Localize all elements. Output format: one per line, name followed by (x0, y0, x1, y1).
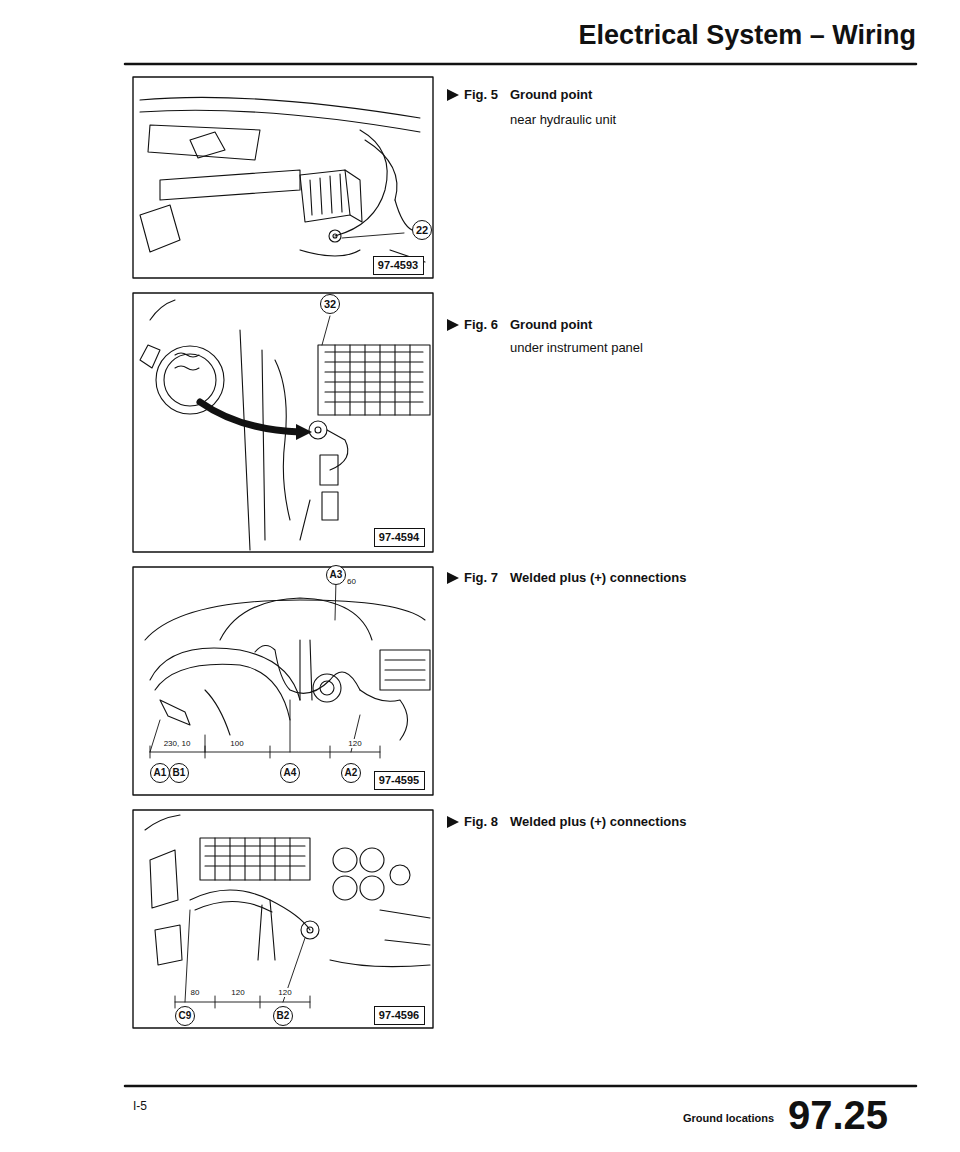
figure-number: 97-4594 (379, 532, 419, 543)
dimension: 60 (347, 577, 356, 586)
callout-circle: A3 (326, 565, 346, 585)
page-code: I-5 (133, 1100, 147, 1114)
figure-number-box: 97-4595 (374, 771, 425, 790)
callout-number: A1 (154, 768, 167, 778)
callout-circle: A4 (280, 763, 300, 783)
callout-circle: 22 (412, 220, 432, 240)
figure-frame (133, 77, 433, 278)
figure-number: 97-4595 (379, 775, 419, 786)
engine-bay-sketch (140, 97, 425, 262)
figure-heading: Ground point (510, 88, 592, 103)
figure-frame (133, 567, 433, 795)
callout-number: A3 (330, 570, 343, 580)
section-name: Ground locations (683, 1112, 774, 1125)
dimension: 120 (231, 988, 244, 997)
figure-number: Fig. 7 (464, 571, 498, 586)
callout-number: 22 (416, 225, 428, 236)
callout-circle: A2 (341, 763, 361, 783)
figure-number: 97-4593 (378, 260, 418, 271)
dimension: 120 (348, 739, 361, 748)
figure-number: Fig. 5 (464, 88, 498, 103)
header-rule (125, 63, 916, 66)
section-number: 97.25 (788, 1092, 888, 1138)
figure-heading: Welded plus (+) connections (510, 571, 686, 586)
callout-number: 32 (324, 299, 336, 310)
callout-number: A4 (284, 768, 297, 778)
fuse-panel-sketch (145, 815, 430, 1008)
figure-note: near hydraulic unit (510, 113, 616, 128)
dimension: 120 (278, 988, 291, 997)
callout-number: B2 (277, 1011, 290, 1021)
figure-frame (133, 810, 433, 1028)
dashboard-harness-sketch (145, 580, 430, 758)
callout-circle: 32 (320, 294, 340, 314)
figure-number-box: 97-4596 (374, 1006, 425, 1025)
dimension: 80 (191, 988, 200, 997)
figure-number: Fig. 8 (464, 815, 498, 830)
figure-number-box: 97-4594 (374, 528, 425, 547)
figure-frame (133, 293, 433, 552)
instrument-panel-sketch (140, 300, 430, 550)
callout-circle: B1 (169, 763, 189, 783)
callout-circle: A1 (150, 763, 170, 783)
figure-heading: Welded plus (+) connections (510, 815, 686, 830)
pointer-triangles (447, 89, 459, 828)
figure-number: Fig. 6 (464, 318, 498, 333)
dimension: 230, 10 (164, 739, 191, 748)
callout-circle: B2 (273, 1006, 293, 1026)
page-heading: Electrical System – Wiring (579, 20, 916, 51)
figure-number: 97-4596 (379, 1010, 419, 1021)
callout-number: C9 (179, 1011, 192, 1021)
figure-number-box: 97-4593 (373, 256, 424, 275)
figure-note: under instrument panel (510, 341, 643, 356)
callout-circle: C9 (175, 1006, 195, 1026)
dimension: 100 (230, 739, 243, 748)
callout-number: A2 (345, 768, 358, 778)
footer-rule (125, 1085, 916, 1088)
callout-number: B1 (173, 768, 186, 778)
figure-heading: Ground point (510, 318, 592, 333)
